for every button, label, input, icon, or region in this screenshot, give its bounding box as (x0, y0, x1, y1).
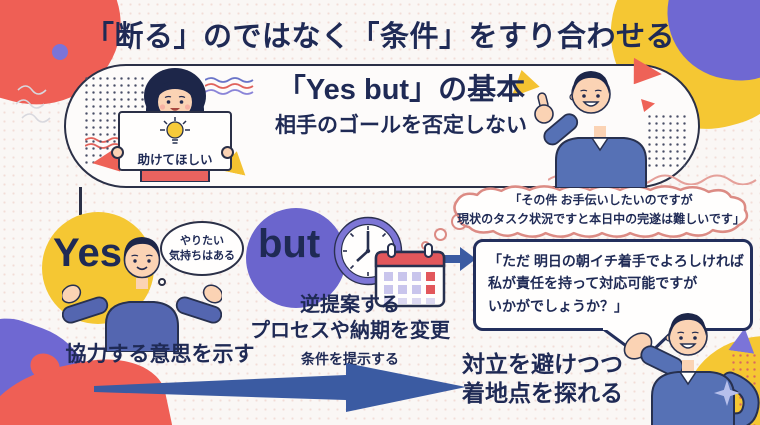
cloud-line2: 現状のタスク状況ですと本日中の完遂は難しいです」 (457, 211, 745, 226)
thought-small-line2: 気持ちはある (169, 249, 235, 262)
woman-hand (111, 146, 124, 159)
yes-man-illustration (62, 237, 222, 352)
thought-bubble-small: やりたい 気持ちはある (160, 221, 244, 276)
but-circle (246, 208, 346, 308)
thought-cloud-bubble: 「その件 お手伝いしたいのですが 現状のタスク状況ですと本日中の完遂は難しいです… (449, 182, 753, 240)
calendar-icon (374, 243, 446, 308)
intro-text: 「Yes but」の基本 相手のゴールを否定しない (252, 74, 550, 139)
intro-subheading: 相手のゴールを否定しない (275, 114, 527, 138)
big-arrow-icon (94, 363, 466, 412)
thought-trail-dot (434, 228, 447, 241)
thought-bubble-dot (158, 278, 166, 286)
man-thumbs-up-illustration (534, 71, 647, 188)
but-caption-line3: 条件を提示する (301, 351, 399, 367)
speech-line1: 「ただ 明日の朝イチ着手でよろしければ (488, 253, 744, 269)
thought-small-line1: やりたい (180, 234, 224, 247)
conclusion-line1: 対立を避けつつ (462, 351, 623, 377)
help-sign: 助けてほしい (118, 111, 232, 171)
yes-label: Yes (53, 231, 122, 275)
cloud-bubble-text: 「その件 お手伝いしたいのですが 現状のタスク状況ですと本日中の完遂は難しいです… (449, 191, 753, 228)
cloud-outline (453, 185, 749, 238)
intro-heading: 「Yes but」の基本 (276, 74, 526, 106)
but-caption-line1: 逆提案する (300, 294, 400, 316)
slide-title: 「断る」のではなく「条件」をすり合わせる (84, 21, 675, 53)
conclusion-text: 対立を避けつつ 着地点を探れる (462, 350, 623, 408)
cloud-line1: 「その件 お手伝いしたいのですが (509, 193, 693, 207)
arrow-right-icon (436, 247, 476, 271)
speech-line2: 私が責任を持って対応可能ですが (488, 275, 698, 292)
lightbulb-icon (160, 117, 190, 144)
but-label: but (258, 222, 321, 266)
dots-pattern-right (646, 113, 686, 169)
yes-caption: 協力する意思を示す (65, 343, 255, 366)
squiggle-blue-red-icon (205, 77, 254, 95)
but-captions: 逆提案する プロセスや納期を変更 条件を提示する (235, 292, 465, 369)
conclusion-line2: 着地点を探れる (462, 379, 623, 406)
help-sign-label: 助けてほしい (137, 153, 213, 167)
purple-dot (52, 44, 68, 60)
speech-line3: いかがでしょうか？」 (488, 297, 628, 314)
woman-hand (221, 146, 234, 159)
squiggle-gray-icon (15, 85, 51, 123)
man-presenting-illustration (623, 313, 760, 425)
connector-line (79, 187, 82, 215)
but-caption-line2: プロセスや納期を変更 (250, 320, 450, 342)
